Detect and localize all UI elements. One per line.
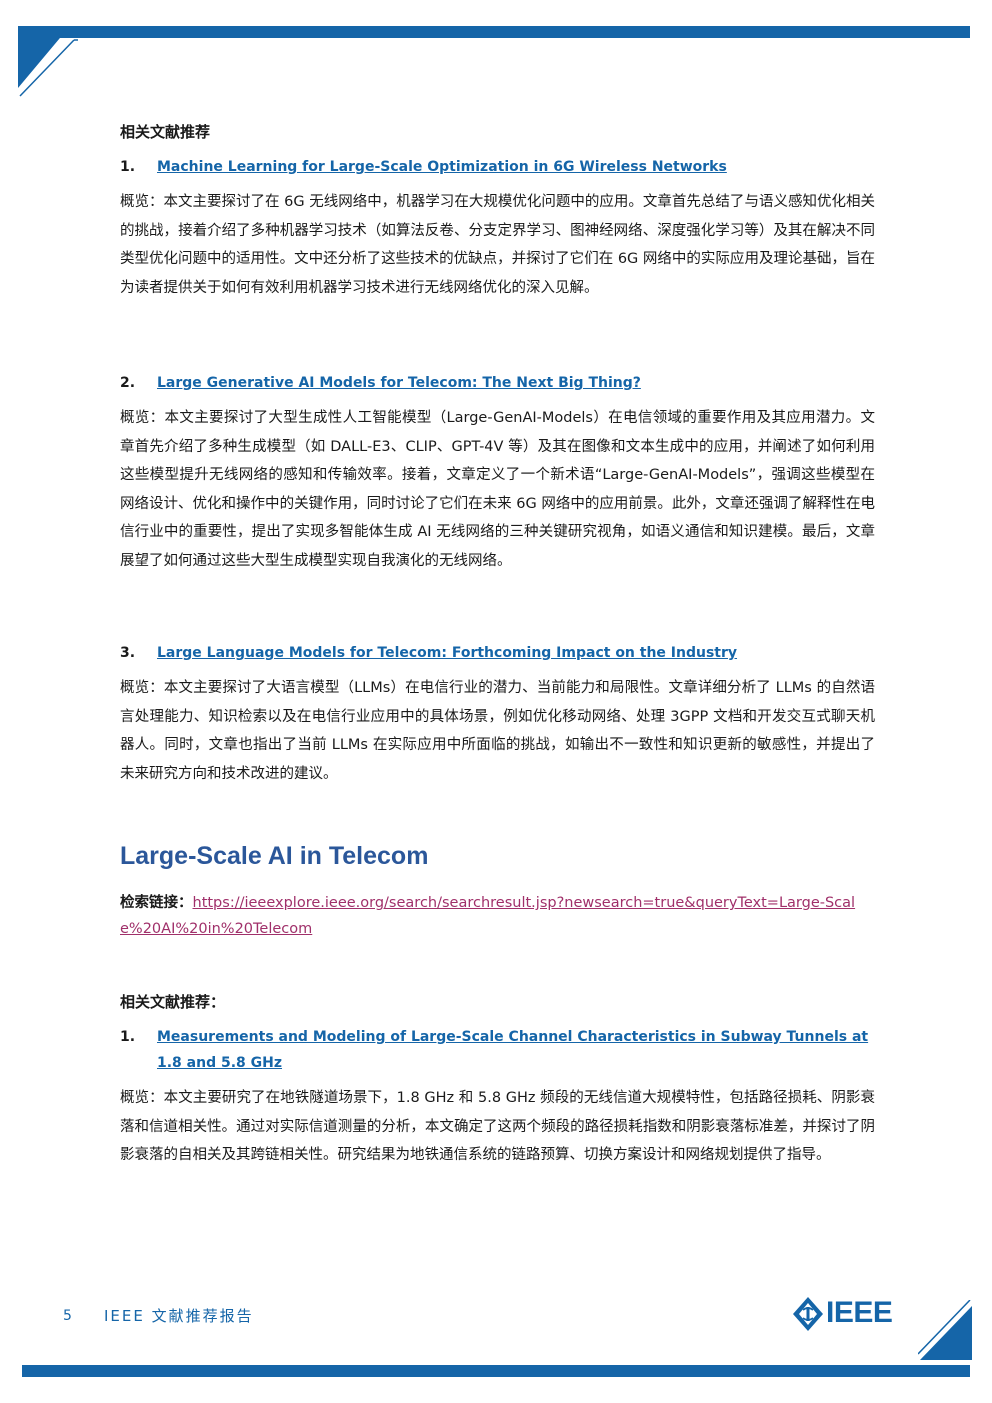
article-link[interactable]: Large Language Models for Telecom: Forth… (157, 645, 738, 661)
article-title-row: 1. Machine Learning for Large-Scale Opti… (120, 154, 875, 180)
article-number: 2. (120, 375, 136, 391)
search-url-link[interactable]: https://ieeexplore.ieee.org/search/searc… (120, 895, 856, 937)
search-label: 检索链接： (120, 895, 193, 911)
footer-corner-decoration (918, 1300, 972, 1360)
footer-bar (22, 1365, 970, 1377)
article-title-row: 2. Large Generative AI Models for Teleco… (120, 370, 875, 396)
article-summary: 概览：本文主要探讨了大语言模型（LLMs）在电信行业的潜力、当前能力和局限性。文… (120, 680, 875, 782)
article-title-row: 1. Measurements and Modeling of Large-Sc… (120, 1024, 875, 1076)
article-number: 1. (120, 1029, 136, 1045)
header-corner-decoration (18, 26, 78, 97)
article-link[interactable]: Machine Learning for Large-Scale Optimiz… (157, 159, 727, 175)
header-bar (22, 26, 970, 38)
ieee-logo-text: IEEE (826, 1296, 893, 1329)
search-link-row: 检索链接：https://ieeexplore.ieee.org/search/… (120, 890, 875, 942)
article-number: 3. (120, 645, 136, 661)
related-heading-1: 相关文献推荐 (120, 123, 211, 141)
section-title: Large-Scale AI in Telecom (120, 842, 429, 870)
article-title-row: 3. Large Language Models for Telecom: Fo… (120, 640, 875, 666)
article-summary: 概览：本文主要探讨了大型生成性人工智能模型（Large-GenAI-Models… (120, 410, 875, 569)
article-summary: 概览：本文主要探讨了在 6G 无线网络中，机器学习在大规模优化问题中的应用。文章… (120, 194, 875, 296)
ieee-logo: IEEE (792, 1296, 902, 1332)
related-heading-2: 相关文献推荐： (120, 993, 226, 1011)
footer-title: IEEE 文献推荐报告 (104, 1307, 254, 1325)
article-number: 1. (120, 159, 136, 175)
page-number: 5 (63, 1308, 72, 1324)
article-summary: 概览：本文主要研究了在地铁隧道场景下，1.8 GHz 和 5.8 GHz 频段的… (120, 1090, 875, 1163)
article-link[interactable]: Large Generative AI Models for Telecom: … (157, 375, 641, 391)
ieee-diamond-icon (793, 1297, 823, 1331)
article-link[interactable]: Measurements and Modeling of Large-Scale… (157, 1029, 869, 1071)
